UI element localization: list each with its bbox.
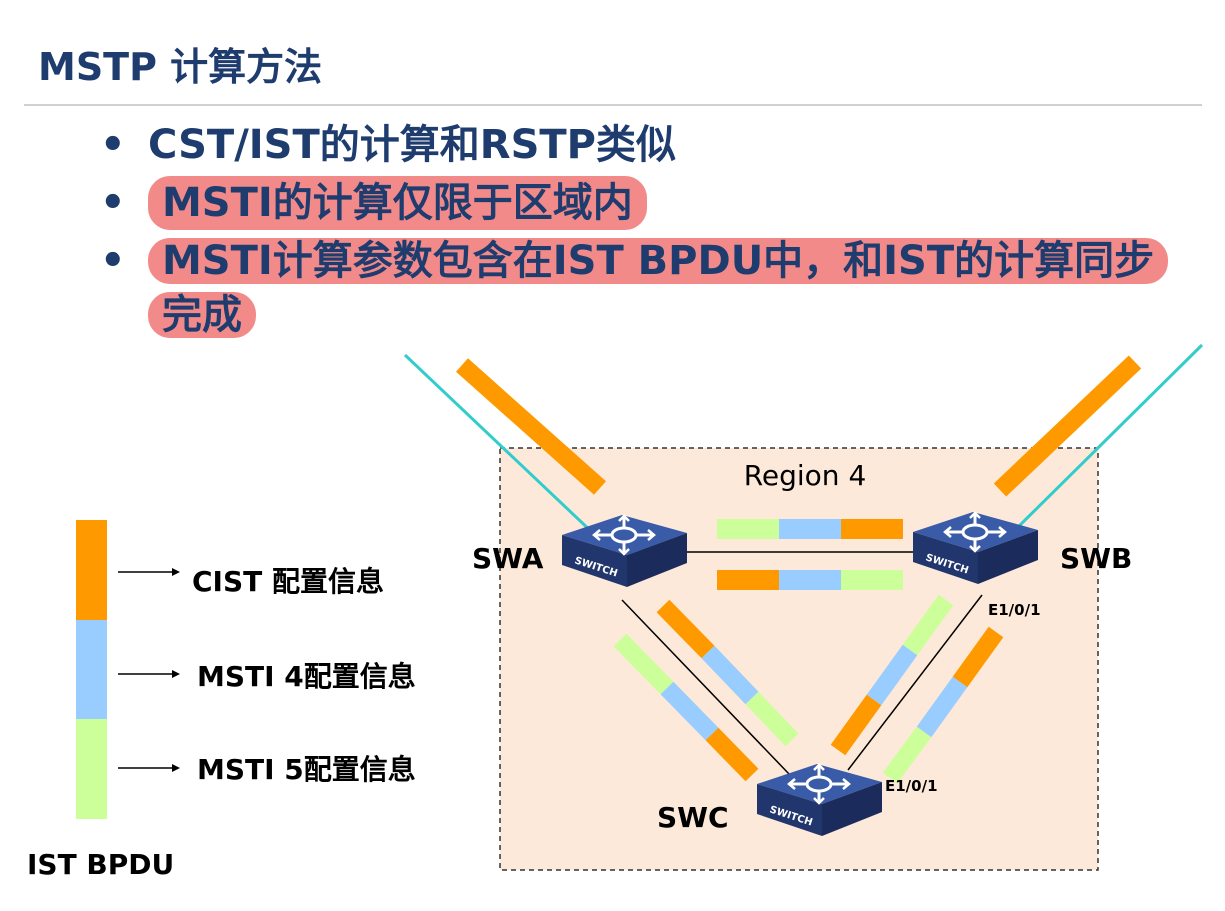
link-swa-swc: [621, 599, 791, 776]
bpdu-bc-inner: [830, 594, 954, 756]
bullet-dot: •: [100, 180, 126, 226]
bullet-dot: •: [100, 122, 126, 168]
external-bpdu-b: [993, 355, 1142, 497]
bullet-text-highlighted: MSTI的计算仅限于区域内: [148, 176, 647, 230]
bpdu-ab-top: [717, 519, 903, 539]
title-divider: [24, 104, 1202, 106]
page-title: MSTP 计算方法: [38, 45, 323, 89]
legend-bar-cist: [76, 520, 107, 620]
external-bpdu-a: [456, 358, 606, 495]
port-label-swb: E1/0/1: [988, 601, 1041, 619]
bullet-list: • CST/IST的计算和RSTP类似 • MSTI的计算仅限于区域内 • MS…: [100, 118, 1180, 346]
bpdu-bc-outer: [882, 626, 1004, 784]
bpdu-ac-inner: [656, 599, 799, 747]
legend-bar-msti5: [76, 719, 107, 819]
legend-arrow: [118, 764, 180, 772]
legend-label-msti4: MSTI 4配置信息: [197, 660, 416, 693]
legend-label-cist: CIST 配置信息: [192, 565, 384, 598]
bullet-dot: •: [100, 238, 126, 284]
port-label-swc: E1/0/1: [885, 777, 938, 795]
bullet-item: • MSTI计算参数包含在IST BPDU中，和IST的计算同步完成: [100, 234, 1180, 342]
legend-arrow: [118, 670, 180, 678]
bullet-text: CST/IST的计算和RSTP类似: [148, 122, 676, 168]
bullet-item: • MSTI的计算仅限于区域内: [100, 176, 1180, 230]
link-swb-swc: [847, 594, 983, 771]
bpdu-ac-outer: [613, 633, 759, 782]
legend-bar-msti4: [76, 620, 107, 719]
switch-label-swa: SWA: [472, 542, 544, 575]
bpdu-ab-bottom: [717, 570, 903, 590]
switch-label-swc: SWC: [657, 801, 729, 834]
legend-label-msti5: MSTI 5配置信息: [197, 753, 416, 786]
external-link-b: [1013, 343, 1204, 532]
switch-label-swb: SWB: [1060, 542, 1132, 575]
bullet-item: • CST/IST的计算和RSTP类似: [100, 118, 1180, 172]
legend-caption: IST BPDU: [27, 848, 175, 881]
region-label: Region 4: [744, 459, 867, 492]
legend-arrow: [118, 568, 180, 576]
external-link-a: [403, 353, 597, 537]
